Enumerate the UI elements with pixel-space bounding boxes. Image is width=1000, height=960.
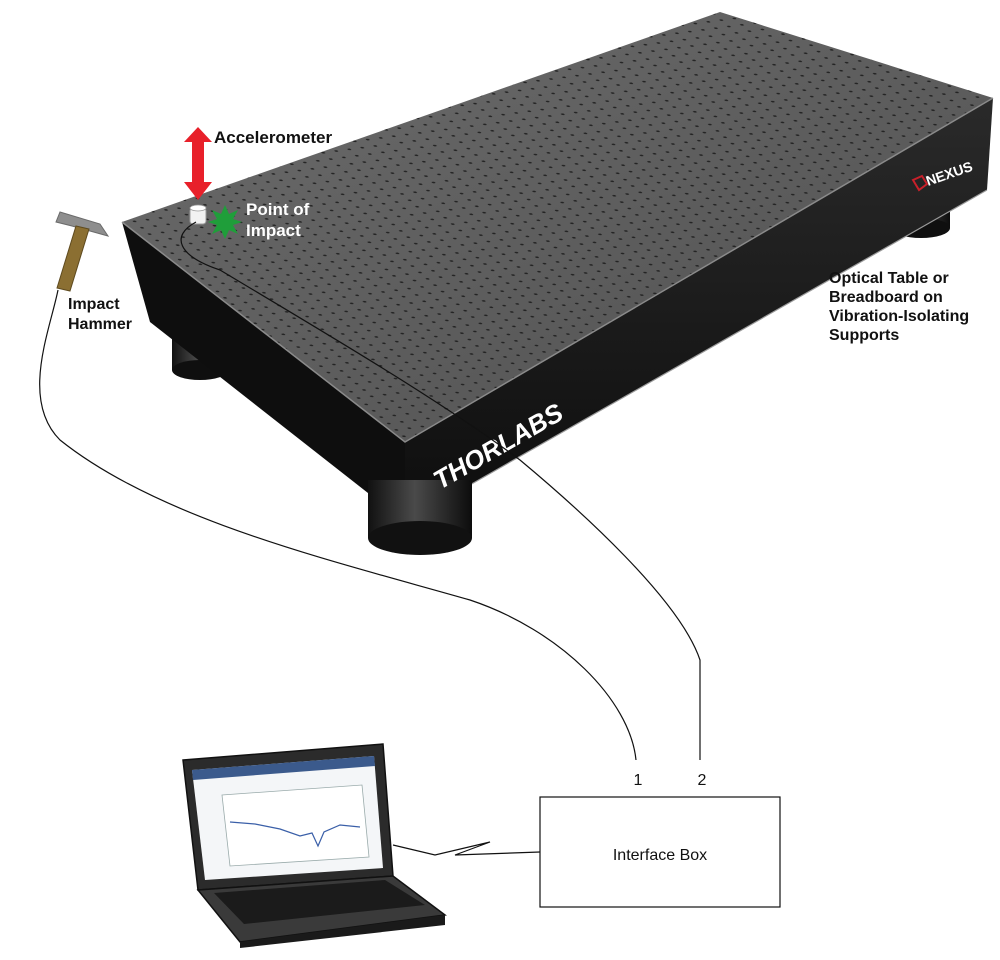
laptop-link-cable	[392, 841, 541, 856]
laptop-icon	[182, 743, 447, 948]
table-front-face	[405, 98, 993, 522]
impact-hammer-icon	[55, 211, 110, 292]
optical-table-label-line3: Vibration-Isolating	[829, 308, 969, 325]
impact-hammer-label-line1: Impact	[68, 296, 120, 313]
hammer-cable	[39, 289, 637, 761]
optical-table-label-line1: Optical Table or	[829, 270, 949, 287]
point-of-impact-label-line1: Point of	[246, 200, 310, 219]
optical-table-label-line2: Breadboard on	[829, 289, 943, 306]
impact-star-icon	[208, 205, 242, 239]
impact-hammer-label-line2: Hammer	[68, 316, 132, 333]
optical-table-label-line4: Supports	[829, 327, 899, 344]
port-2-label: 2	[698, 772, 707, 789]
table-side-face	[122, 222, 405, 522]
port-1-label: 1	[634, 772, 643, 789]
accelerometer-cable	[180, 221, 701, 760]
table-leg-front-center	[368, 480, 472, 555]
interface-box: Interface Box	[539, 796, 781, 908]
point-of-impact-label-line2: Impact	[246, 221, 301, 240]
accelerometer-sensor	[189, 204, 207, 225]
interface-box-label: Interface Box	[613, 847, 707, 864]
accelerometer-arrow	[184, 127, 212, 200]
accelerometer-label: Accelerometer	[214, 128, 333, 147]
laptop-screen-plot-line	[229, 821, 361, 848]
laptop-keyboard	[214, 880, 425, 924]
